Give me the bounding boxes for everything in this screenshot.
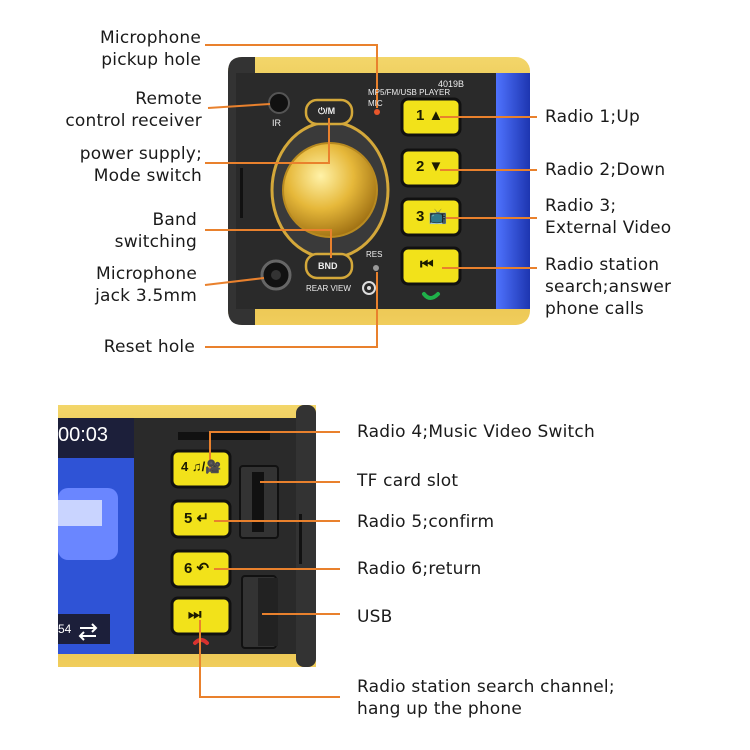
label-radio-2: Radio 2;Down — [545, 160, 666, 180]
remote-receiver-hole — [268, 92, 290, 114]
label-mic-jack: Microphone jack 3.5mm — [95, 264, 197, 306]
label-radio-3: Radio 3; External Video — [545, 196, 672, 238]
label-band: Band switching — [114, 210, 197, 252]
radio-6-label: 6 ↶ — [184, 560, 210, 577]
phone-answer-icon — [422, 292, 440, 300]
radio-5-button[interactable] — [170, 499, 232, 539]
tf-card-opening — [252, 472, 264, 532]
screen-top-bar — [58, 418, 134, 458]
bottom-top-slot — [178, 432, 270, 440]
bottom-right-cap — [296, 405, 316, 667]
screen-time: 00:03 — [58, 424, 109, 446]
camera-icon — [362, 281, 376, 295]
leader-radio-4 — [209, 431, 340, 469]
bottom-side-slot — [299, 514, 302, 564]
radio-4-label: 4 ♫/🎥 — [181, 459, 222, 474]
leader-mic-jack — [204, 277, 265, 286]
res-text: RES — [366, 250, 383, 259]
top-device — [228, 57, 530, 325]
next-label: ⏭ — [188, 606, 202, 623]
bottom-device — [58, 405, 316, 667]
camera-icon-lens — [367, 286, 371, 290]
label-radio-4: Radio 4;Music Video Switch — [357, 422, 595, 442]
leader-search-hangup — [199, 620, 340, 698]
label-power-mode: power supply; Mode switch — [79, 144, 202, 186]
model-text: 4019B — [438, 79, 465, 89]
top-side-slot — [240, 168, 243, 218]
player-text: MP5/FM/USB PLAYER — [368, 88, 451, 97]
radio-4-button[interactable] — [170, 449, 232, 489]
prev-answer-button[interactable] — [400, 246, 462, 286]
power-text: ⏻/M — [318, 106, 336, 116]
leader-power — [205, 118, 330, 164]
reset-hole — [373, 265, 379, 271]
label-tf-card: TF card slot — [357, 471, 459, 491]
radio-2-down-button[interactable] — [400, 148, 462, 188]
mic-jack-inner — [271, 270, 281, 280]
leader-band — [205, 229, 332, 258]
top-leader-lines — [204, 44, 537, 348]
usb-stick-plug — [58, 500, 102, 526]
usb-port-opening — [258, 578, 278, 646]
label-search-answer: Radio station search;answer phone calls — [545, 255, 672, 319]
ir-text: IR — [272, 118, 281, 128]
leader-mic-pickup — [205, 44, 378, 108]
label-mic-pickup: Microphone pickup hole — [100, 28, 201, 70]
radio-1-label: 1 ▲ — [416, 107, 444, 124]
label-radio-6: Radio 6;return — [357, 559, 482, 579]
mic-text: MIC — [368, 99, 383, 108]
bottom-leader-lines — [199, 431, 340, 698]
leader-reset — [205, 272, 378, 348]
label-reset: Reset hole — [103, 337, 195, 357]
screen-track: 54 — [58, 622, 72, 636]
band-button[interactable] — [304, 252, 354, 280]
radio-3-label: 3 📺 — [416, 208, 448, 225]
label-usb: USB — [357, 607, 393, 627]
label-search-hangup: Radio station search channel; hang up th… — [357, 677, 615, 719]
label-radio-5: Radio 5;confirm — [357, 512, 495, 532]
mic-pickup-hole — [374, 109, 380, 115]
label-radio-1: Radio 1;Up — [545, 107, 640, 127]
label-remote-receiver: Remote control receiver — [65, 89, 202, 131]
radio-5-label: 5 ↵ — [184, 510, 210, 527]
prev-label: ⏮ — [420, 256, 434, 273]
repeat-icon — [78, 623, 98, 641]
top-screen-edge — [496, 73, 530, 309]
radio-2-label: 2 ▼ — [416, 158, 444, 175]
rear-view-text: REAR VIEW — [306, 284, 351, 293]
leader-remote — [207, 103, 271, 109]
band-text: BND — [318, 261, 338, 271]
